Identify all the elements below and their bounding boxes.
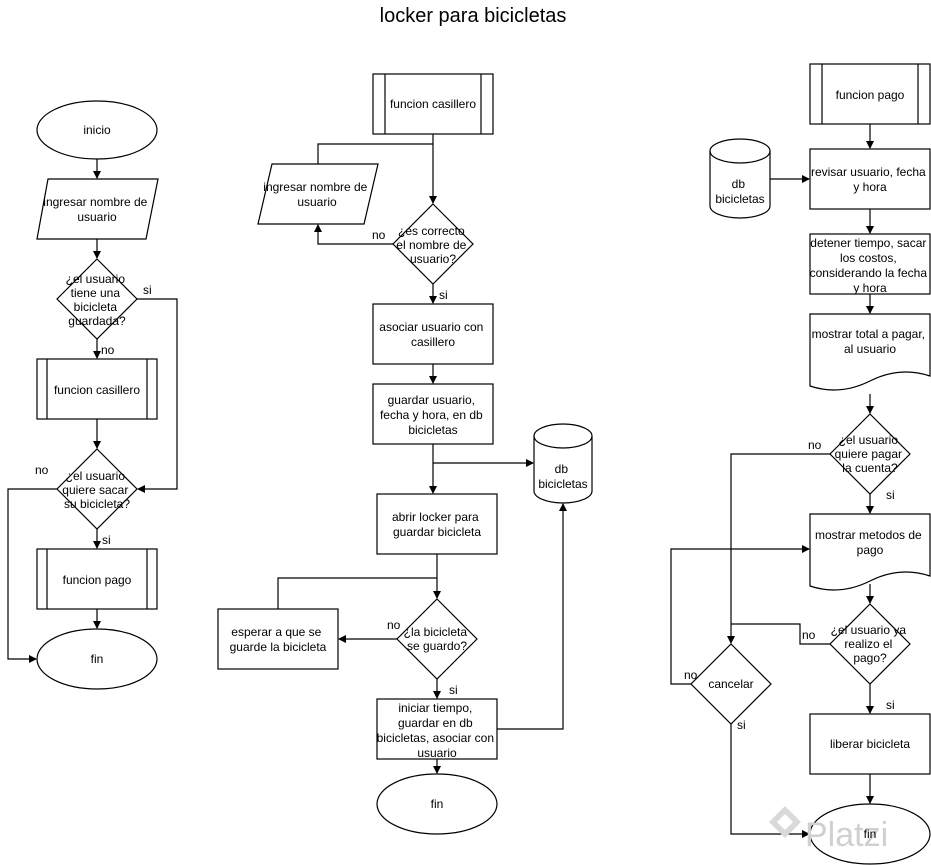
decision-has-bicycle-label: ¿el usuario tiene una bicicleta guardada… bbox=[66, 272, 129, 328]
process-wait bbox=[217, 608, 339, 670]
database-label: db bicicletas bbox=[538, 462, 587, 491]
funcion-pago-label: funcion pago bbox=[836, 88, 905, 102]
label-no: no bbox=[808, 438, 822, 452]
database-bicicletas bbox=[709, 138, 771, 219]
cancel-label: cancelar bbox=[708, 677, 753, 691]
associate-locker-label: asociar usuario con casillero bbox=[379, 320, 486, 349]
diagram-title: locker para bicicletas bbox=[380, 5, 567, 27]
start-time-label: iniciar tiempo, guardar en db bicicletas… bbox=[377, 701, 498, 760]
label-no: no bbox=[101, 343, 115, 357]
process-funcion-pago bbox=[809, 63, 931, 125]
funcion-casillero-label: funcion casillero bbox=[54, 383, 140, 397]
process-start-time bbox=[376, 698, 498, 760]
end-terminal bbox=[36, 628, 158, 690]
flow-left: inicio ingresar nombre de usuario ¿el us… bbox=[7, 100, 178, 690]
process-review-user bbox=[809, 148, 931, 210]
stop-time-label: detener tiempo, sacar los costos, consid… bbox=[810, 236, 931, 295]
input-username-label: ingresar nombre de usuario bbox=[43, 195, 150, 224]
process-funcion-casillero bbox=[372, 73, 494, 135]
process-funcion-pago bbox=[36, 548, 158, 610]
flow-middle: funcion casillero ingresar nombre de usu… bbox=[217, 73, 593, 835]
label-no: no bbox=[372, 228, 386, 242]
decision-wants-pay-label: ¿el usuario quiere pagar la cuenta? bbox=[835, 433, 906, 475]
end-terminal bbox=[809, 803, 931, 865]
payment-methods-label: mostrar metodos de pago bbox=[815, 528, 925, 557]
release-bicycle-label: liberar bicicleta bbox=[830, 737, 910, 751]
process-save-user bbox=[372, 383, 494, 445]
label-si: si bbox=[143, 283, 152, 297]
wait-label: esperar a que se guarde la bicicleta bbox=[230, 625, 327, 654]
process-open-locker bbox=[376, 493, 498, 555]
funcion-pago-label: funcion pago bbox=[63, 573, 132, 587]
decision-paid-label: ¿el usuario ya realizo el pago? bbox=[831, 623, 910, 665]
input-username bbox=[257, 163, 379, 225]
input-username-label: ingresar nombre de usuario bbox=[263, 180, 370, 209]
funcion-casillero-label: funcion casillero bbox=[390, 97, 476, 111]
document-total bbox=[809, 313, 931, 391]
database-bicicletas bbox=[533, 423, 593, 504]
label-si: si bbox=[886, 488, 895, 502]
decision-bicycle-stored-label: ¿la bicicleta se guardo? bbox=[404, 625, 471, 653]
label-si: si bbox=[439, 288, 448, 302]
flow-right: funcion pago db bicicletas revisar usuar… bbox=[670, 63, 931, 865]
end-terminal bbox=[376, 773, 498, 835]
decision-take-bicycle-label: ¿el usuario quiere sacar su bicicleta? bbox=[62, 469, 131, 511]
label-si: si bbox=[102, 533, 111, 547]
label-no: no bbox=[684, 668, 698, 682]
label-si: si bbox=[449, 683, 458, 697]
platzi-watermark bbox=[769, 806, 801, 838]
end-label: fin bbox=[431, 797, 444, 811]
review-user-label: revisar usuario, fecha y hora bbox=[811, 165, 929, 194]
label-si: si bbox=[737, 718, 746, 732]
end-label: fin bbox=[864, 827, 877, 841]
decision-username-correct-label: ¿es correcto el nombre de usuario? bbox=[396, 224, 469, 266]
label-si: si bbox=[886, 698, 895, 712]
process-funcion-casillero bbox=[36, 358, 158, 420]
start-label: inicio bbox=[83, 123, 111, 137]
open-locker-label: abrir locker para guardar bicicleta bbox=[392, 510, 482, 539]
database-label: db bicicletas bbox=[715, 177, 764, 206]
process-associate-locker bbox=[372, 303, 494, 365]
end-label: fin bbox=[91, 652, 104, 666]
input-username bbox=[36, 178, 159, 240]
label-no: no bbox=[387, 618, 401, 632]
watermark-text: Platzi bbox=[805, 816, 888, 854]
platzi-logo-icon bbox=[769, 806, 801, 838]
document-payment-methods bbox=[809, 513, 931, 591]
total-label: mostrar total a pagar, al usuario bbox=[812, 327, 929, 356]
save-user-label: guardar usuario, fecha y hora, en db bic… bbox=[380, 393, 486, 437]
label-no: no bbox=[802, 628, 816, 642]
label-no: no bbox=[35, 463, 49, 477]
